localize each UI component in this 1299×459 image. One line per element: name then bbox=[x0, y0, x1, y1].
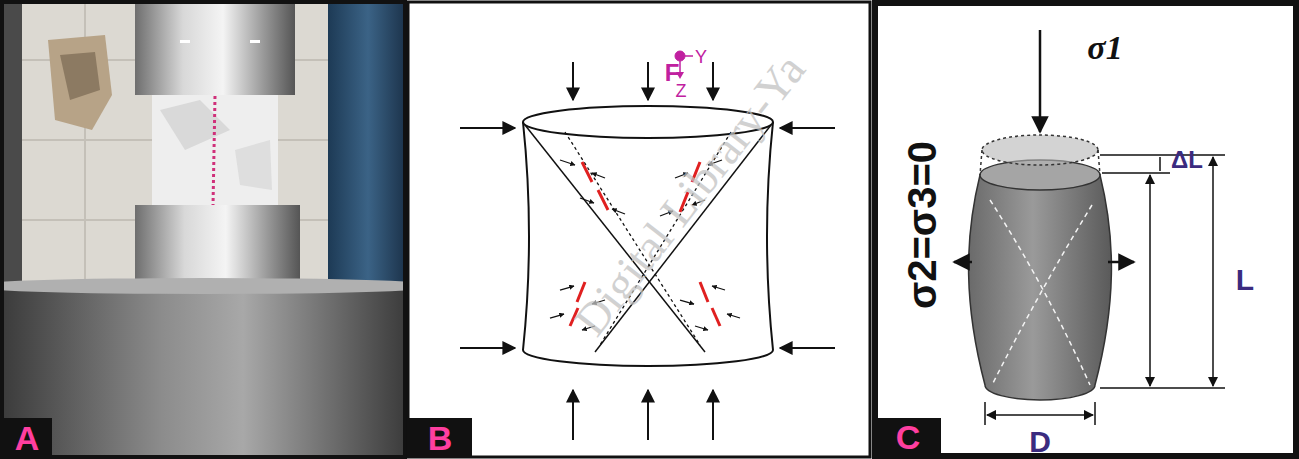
panel-frame bbox=[875, 3, 1296, 456]
panel-tag bbox=[2, 418, 52, 457]
dimension-label: D bbox=[1029, 427, 1051, 457]
dimension-label: ΔL bbox=[1171, 148, 1203, 172]
watermark: Digital Library-Ya bbox=[567, 46, 814, 343]
panel-tag bbox=[875, 418, 941, 456]
axis-label: Y bbox=[695, 48, 707, 66]
panel-frame bbox=[2, 2, 405, 457]
dimension-label: L bbox=[1236, 265, 1254, 295]
stress-label: σ1 bbox=[1087, 31, 1122, 65]
panel-letter: C bbox=[896, 420, 921, 454]
axis-label: Z bbox=[676, 82, 687, 100]
panel-tag bbox=[408, 418, 472, 457]
panel-frame bbox=[408, 2, 870, 457]
panel-letter: B bbox=[428, 421, 453, 455]
specimen-sketch bbox=[954, 30, 1225, 425]
stress-label: σ2=σ3=0 bbox=[902, 141, 942, 309]
test-photo bbox=[2, 2, 405, 457]
panel-letter: A bbox=[15, 421, 40, 455]
